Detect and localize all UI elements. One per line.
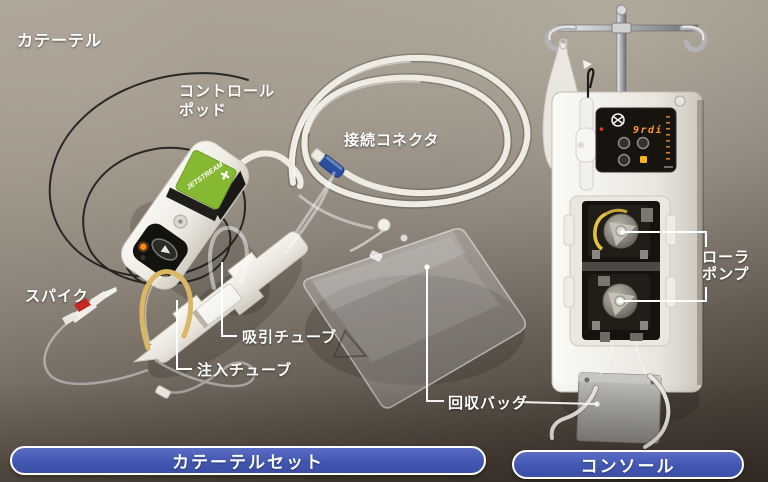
label-roller-pump-line1: ローラ <box>702 249 751 266</box>
label-roller-pump: ローラ ポンプ <box>702 249 750 283</box>
console-display: 9rdi <box>633 124 663 136</box>
pod-brand-label: JETSTREAM <box>175 150 237 210</box>
guide-wire <box>586 68 595 130</box>
connection-cable <box>240 53 532 209</box>
label-roller-pump-line2: ポンプ <box>702 266 750 283</box>
control-pod: JETSTREAM <box>120 140 250 290</box>
spike <box>43 287 256 399</box>
label-suction-tube: 吸引チューブ <box>242 329 338 346</box>
bag-port <box>369 250 383 262</box>
recovery-bag <box>303 218 527 409</box>
label-spike: スパイク <box>25 288 89 305</box>
panel-scale-ticks <box>666 116 670 160</box>
callout-suction-tube <box>221 262 237 337</box>
label-recovery-bag: 回収バッグ <box>448 395 529 412</box>
suction-tube-clear <box>208 171 336 290</box>
footer-pill-catheter-set: カテーテルセット <box>10 446 486 475</box>
footer-pill-console: コンソール <box>512 450 744 479</box>
panel-button-3[interactable] <box>617 153 631 167</box>
footer-pill-console-text: コンソール <box>580 457 676 476</box>
label-control-pod-line2: ポッド <box>179 102 228 119</box>
panel-led <box>640 156 647 163</box>
panel-logo <box>611 113 625 127</box>
cable-connector <box>310 148 345 178</box>
panel-button-2[interactable] <box>636 136 650 150</box>
label-injection-tube: 注入チューブ <box>197 362 293 379</box>
label-control-pod-line1: コントロール <box>179 83 276 100</box>
callout-injection-tube <box>176 300 192 370</box>
pump-bay <box>563 195 677 347</box>
pole-finial <box>616 4 627 16</box>
label-catheter: カテーテル <box>17 33 103 50</box>
console-screw <box>674 95 686 107</box>
label-control-pod: コントロール ポッド <box>179 82 275 120</box>
panel-button-1[interactable] <box>617 136 631 150</box>
callout-roller-pump <box>617 229 707 304</box>
console-control-panel: 9rdi <box>595 107 677 173</box>
label-connector: 接続コネクタ <box>344 132 440 149</box>
injection-tube-yellow <box>139 269 194 351</box>
footer-pill-catheter-set-text: カテーテルセット <box>172 453 324 472</box>
